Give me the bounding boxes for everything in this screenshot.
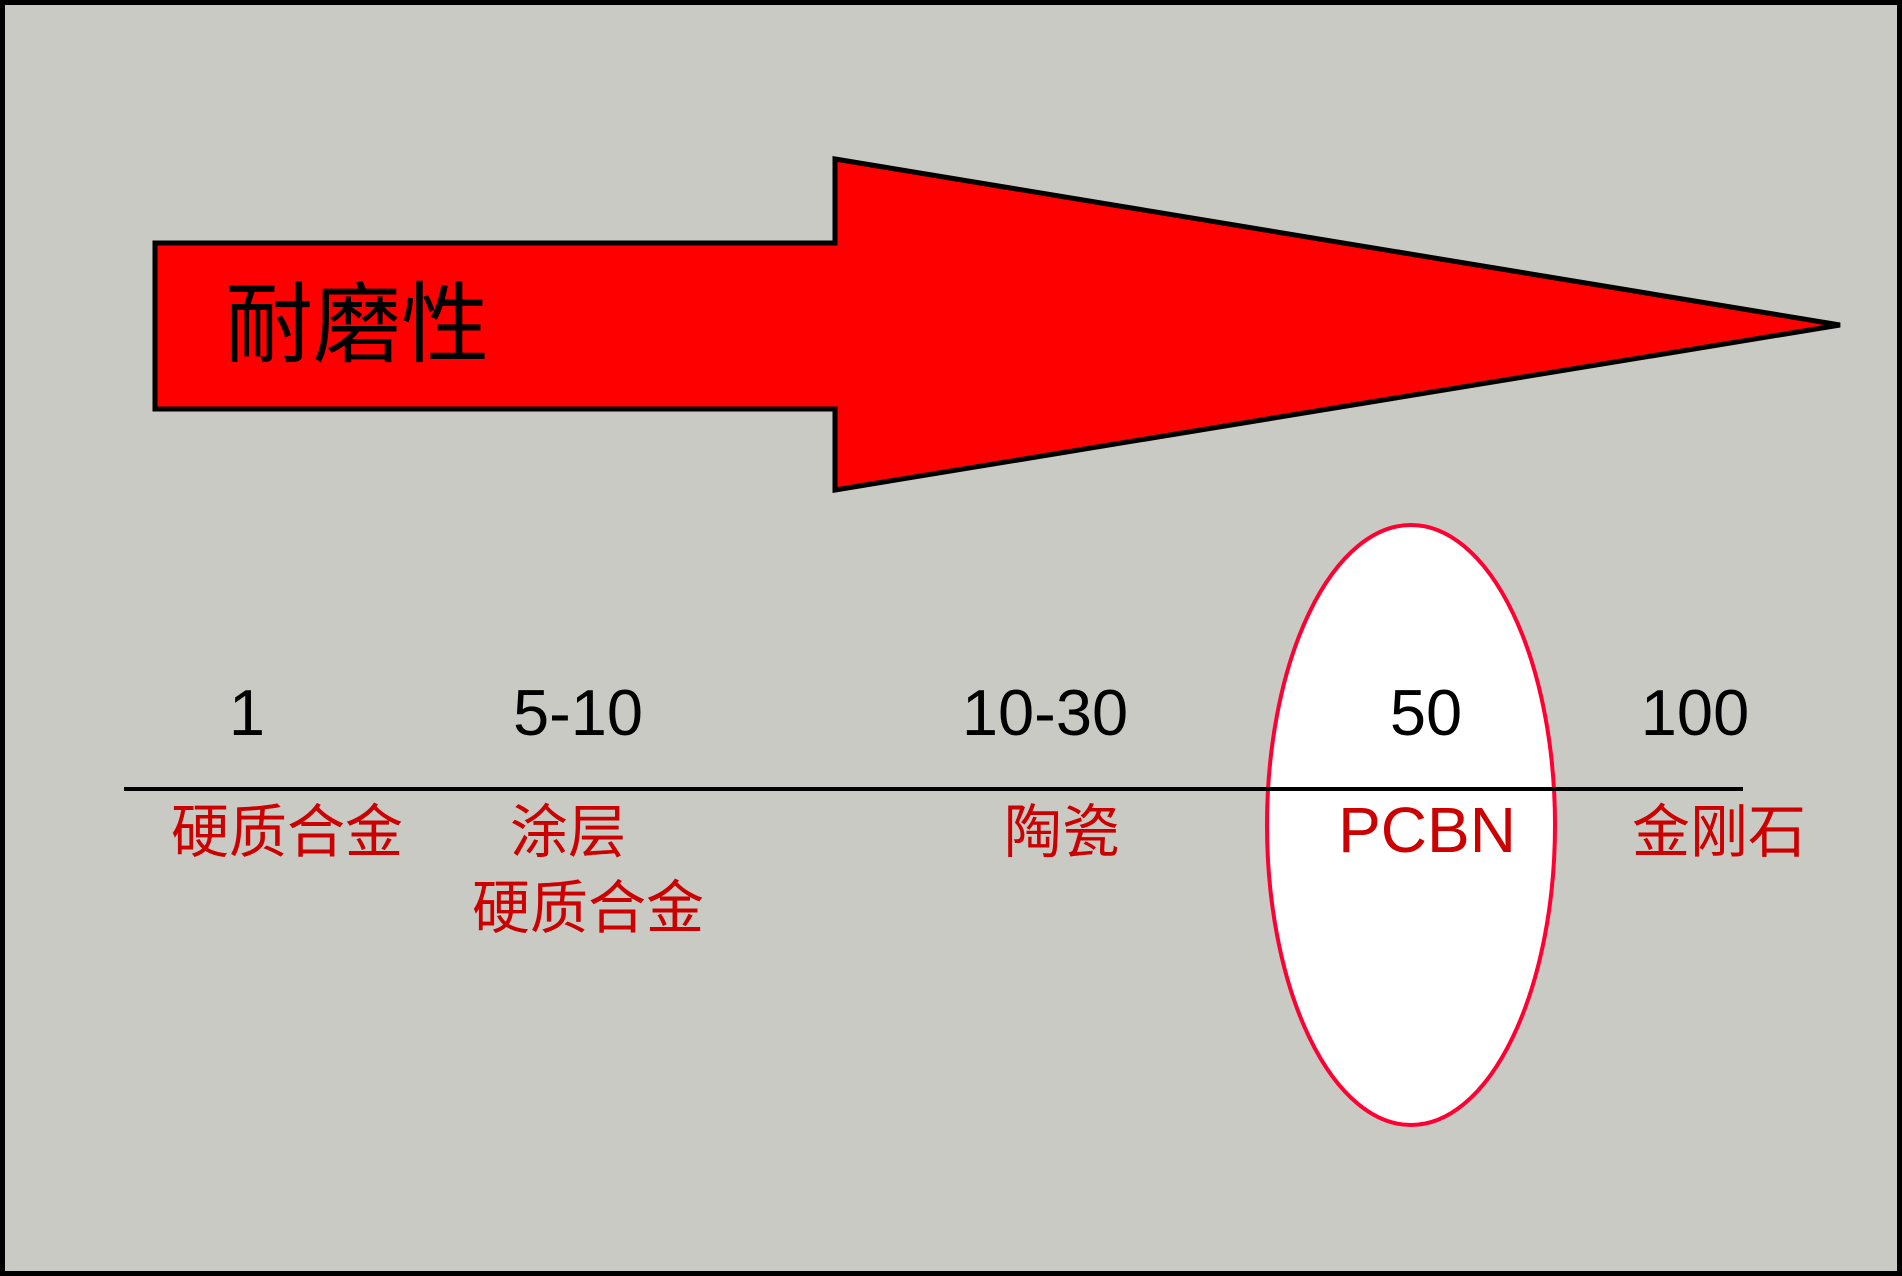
material-label-coated: 涂层 <box>510 798 626 866</box>
material-label-coated-carbide: 硬质合金 <box>472 874 704 942</box>
tick-value-50: 50 <box>1390 676 1462 749</box>
pcbn-highlight-ellipse <box>1265 523 1557 1127</box>
material-label-cemented-carbide: 硬质合金 <box>171 798 403 866</box>
material-label-ceramic: 陶瓷 <box>1004 798 1120 866</box>
wear-resistance-arrow <box>152 156 1841 493</box>
tick-value-5-10: 5-10 <box>513 676 643 749</box>
tick-value-1: 1 <box>229 676 265 749</box>
tick-value-10-30: 10-30 <box>962 676 1128 749</box>
tick-value-100: 100 <box>1641 676 1749 749</box>
arrow-label: 耐磨性 <box>225 273 489 376</box>
material-label-pcbn: PCBN <box>1338 794 1516 866</box>
material-label-diamond: 金刚石 <box>1632 798 1806 866</box>
